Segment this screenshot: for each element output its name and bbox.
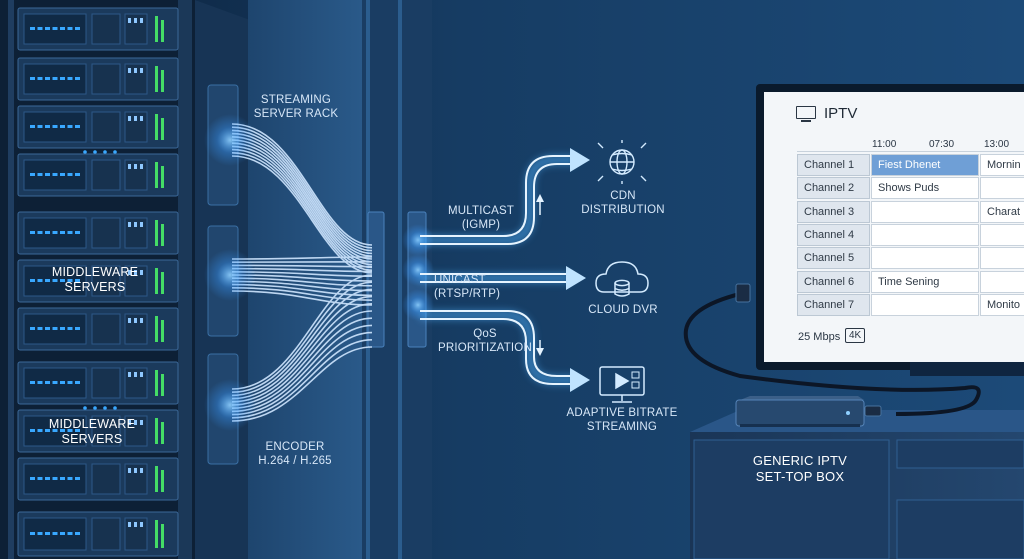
time-slot-2: 07:30 xyxy=(929,139,955,150)
bitrate-label: 25 Mbps xyxy=(798,331,841,343)
globe-icon xyxy=(597,140,647,184)
program-slot[interactable]: Mornin xyxy=(980,154,1024,176)
program-slot[interactable]: Fiest Dhenet xyxy=(871,154,979,176)
time-slot-3: 13:00 xyxy=(984,139,1010,150)
channel-name[interactable]: Channel 4 xyxy=(797,223,870,246)
label-multicast: MULTICAST(IGMP) xyxy=(447,205,515,231)
epg-row[interactable]: Channel 3 Charat xyxy=(797,200,1024,224)
flow-arrows xyxy=(420,148,590,392)
channel-name[interactable]: Channel 3 xyxy=(797,200,870,223)
tv-icon xyxy=(796,106,816,122)
rack-units xyxy=(17,7,179,557)
channel-name[interactable]: Channel 6 xyxy=(797,270,870,293)
channel-name[interactable]: Channel 5 xyxy=(797,247,870,270)
program-slot[interactable]: Time Sening xyxy=(871,270,979,293)
program-slot[interactable]: Charat xyxy=(980,200,1024,223)
monitor-play-icon xyxy=(599,366,645,403)
program-slot[interactable] xyxy=(871,293,979,316)
time-slot-1: 11:00 xyxy=(872,139,897,150)
epg-row[interactable]: Channel 4 xyxy=(797,223,1024,247)
program-slot[interactable] xyxy=(871,247,979,270)
tv-title: IPTV xyxy=(824,105,858,122)
resolution-badge: 4K xyxy=(845,328,866,343)
program-slot[interactable] xyxy=(871,223,979,246)
program-slot[interactable] xyxy=(980,247,1024,270)
set-top-box xyxy=(683,283,981,427)
channel-name[interactable]: Channel 7 xyxy=(797,293,870,316)
channel-name[interactable]: Channel 2 xyxy=(797,177,870,200)
channel-name[interactable]: Channel 1 xyxy=(797,154,870,176)
program-slot[interactable]: Monito xyxy=(980,293,1024,316)
label-cloud-dvr: CLOUD DVR xyxy=(588,304,658,316)
program-slot[interactable] xyxy=(871,200,979,223)
program-slot[interactable]: Shows Puds xyxy=(871,177,979,200)
program-slot[interactable] xyxy=(980,223,1024,246)
epg-row[interactable]: Channel 7 Monito xyxy=(797,293,1024,317)
program-slot[interactable] xyxy=(980,177,1024,200)
epg-row[interactable]: Channel 5 xyxy=(797,247,1024,270)
program-slot[interactable] xyxy=(980,270,1024,293)
cloud-database-icon xyxy=(595,261,649,297)
label-unicast: UNICAST (RTSP/RTP) xyxy=(434,274,501,300)
